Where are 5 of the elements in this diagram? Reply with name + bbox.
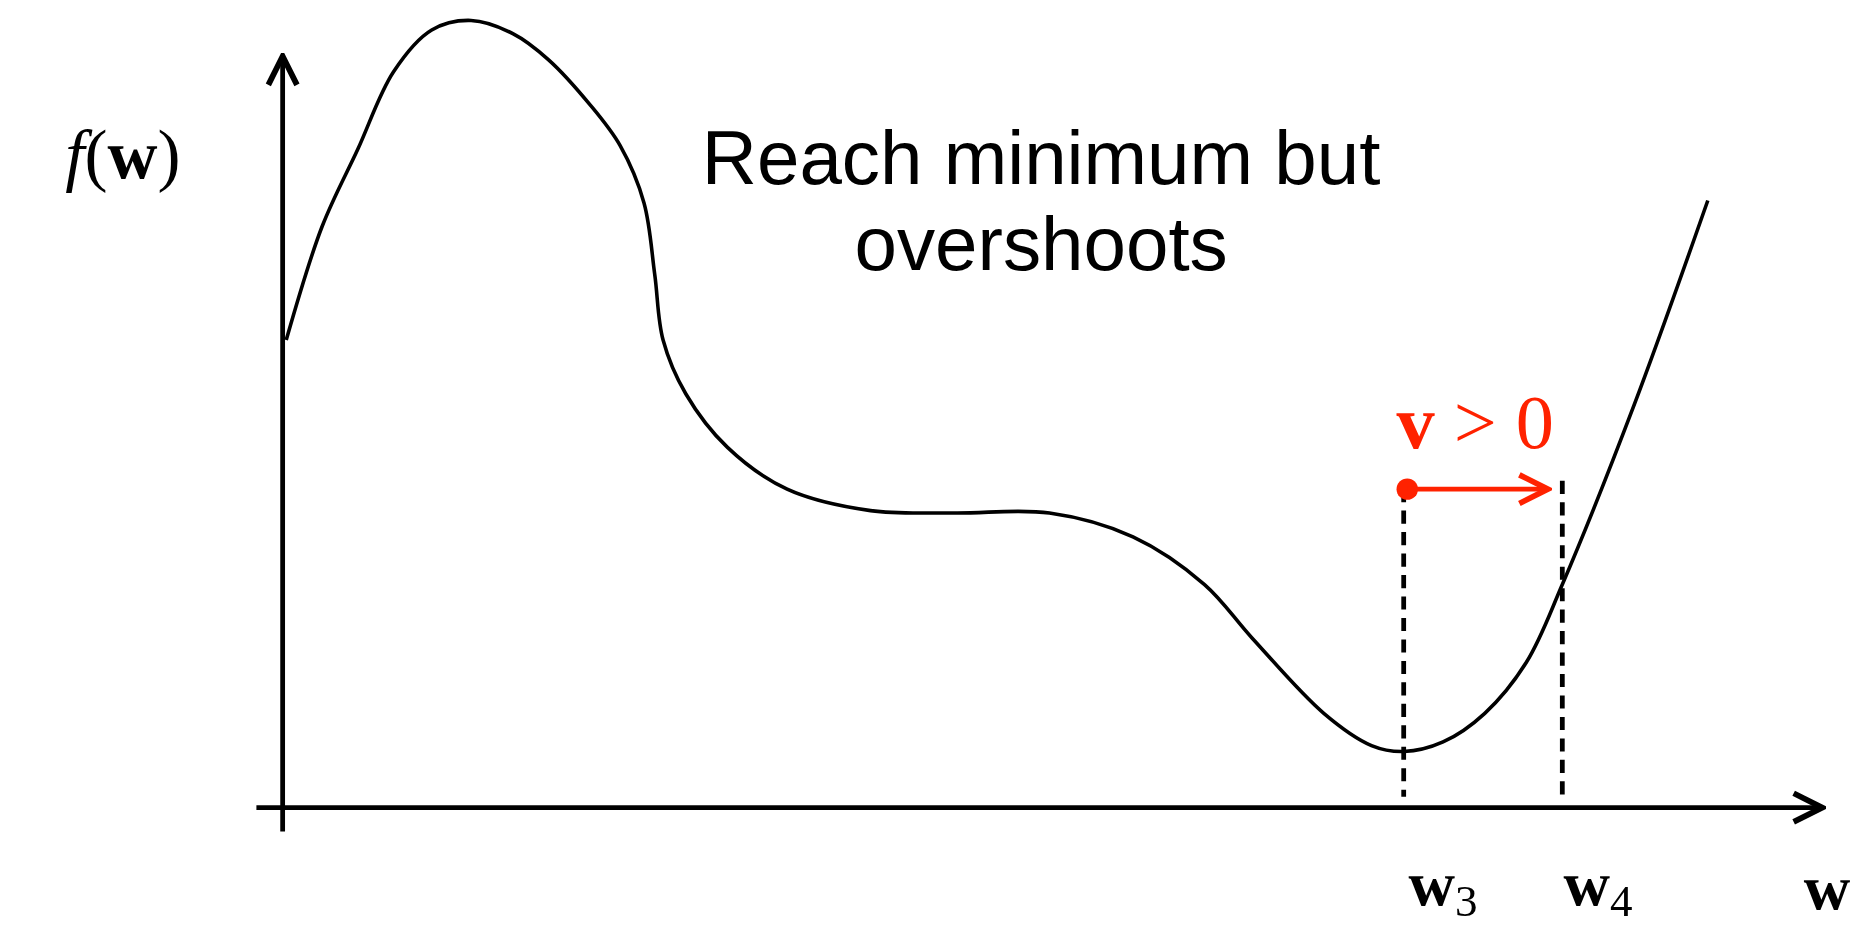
tick-label: w$_{4}$ <box>1563 852 1633 925</box>
axis-label: w <box>1803 856 1851 921</box>
annotation-text: Reach minimum but overshoots <box>700 114 1382 286</box>
velocity-label: v > 0 <box>1396 385 1554 462</box>
tick-label: w$_{3}$ <box>1408 852 1478 925</box>
